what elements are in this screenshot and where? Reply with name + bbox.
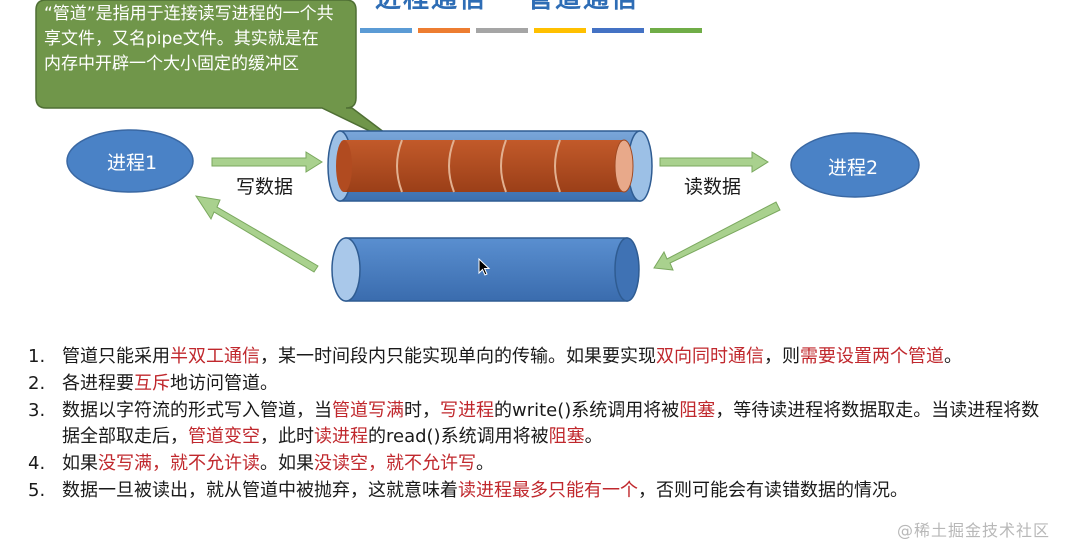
note-highlight: 没读空，就不允许写	[314, 453, 476, 474]
note-highlight: 读进程最多只能有一个	[458, 480, 638, 501]
process1-node	[66, 129, 194, 193]
note-text: ，某一时间段内只能实现单向的传输。如果要实现	[260, 346, 656, 367]
note-number: 2.	[28, 373, 46, 394]
note-highlight: 互斥	[134, 373, 170, 394]
note-highlight: 读进程	[314, 426, 368, 447]
note-number: 4.	[28, 453, 46, 474]
note-text: 管道只能采用	[62, 346, 170, 367]
title-color-bar	[534, 28, 586, 33]
note-highlight: 写进程	[440, 400, 494, 421]
note-item: 5. 数据一旦被读出，就从管道中被抛弃，这就意味着读进程最多只能有一个，否则可能会…	[24, 478, 1044, 504]
top-pipe	[327, 130, 653, 202]
note-text: ，等待读进程将数据取走。当读进程将数据全部取走后，	[62, 400, 1040, 447]
note-number: 1.	[28, 346, 46, 367]
read-data-label: 读数据	[684, 176, 742, 198]
note-text: 。如果	[260, 453, 314, 474]
note-text: ，此时	[260, 426, 314, 447]
process1-label: 进程1	[107, 152, 158, 174]
return-arrow-left	[194, 195, 319, 273]
note-highlight: 需要设置两个管道	[800, 346, 944, 367]
bottom-pipe	[331, 237, 640, 302]
note-highlight: 双向同时通信	[656, 346, 764, 367]
note-highlight: 阻塞	[679, 400, 716, 421]
process2-node	[790, 132, 920, 198]
note-number: 3.	[28, 400, 46, 421]
note-text: 数据一旦被读出，就从管道中被抛弃，这就意味着	[62, 480, 458, 501]
title-color-bar	[360, 28, 412, 33]
title-right: 管道通信	[527, 0, 639, 14]
title-color-bar	[418, 28, 470, 33]
write-data-label: 写数据	[236, 176, 294, 198]
pipe-data-fill	[344, 140, 624, 192]
process2-label: 进程2	[828, 157, 879, 179]
read-arrow	[659, 151, 769, 173]
title-color-bar	[476, 28, 528, 33]
note-highlight: 半双工通信	[170, 346, 260, 367]
note-item: 4. 如果没写满，就不允许读。如果没读空，就不允许写。	[24, 451, 1044, 477]
note-item: 1. 管道只能采用半双工通信，某一时间段内只能实现单向的传输。如果要实现双向同时通…	[24, 344, 1044, 370]
note-text: 时，	[404, 400, 440, 421]
title-color-bar	[650, 28, 702, 33]
title-left: 进程通信	[375, 0, 487, 14]
note-highlight: 没写满，就不允许读	[98, 453, 260, 474]
slide-title: 进程通信 管道通信	[375, 0, 705, 15]
mouse-cursor-icon	[478, 258, 491, 276]
note-text: 。	[584, 426, 603, 447]
title-color-bar	[592, 28, 644, 33]
write-arrow	[211, 151, 323, 173]
note-text: ，否则可能会有读错数据的情况。	[638, 480, 908, 501]
watermark: @稀土掘金技术社区	[896, 521, 1050, 540]
note-text: 的write()系统调用将被	[494, 400, 680, 421]
callout-bubble	[35, 0, 406, 149]
return-arrow-right	[653, 201, 781, 271]
note-highlight: 管道写满	[332, 400, 404, 421]
note-text: 数据以字符流的形式写入管道，当	[62, 400, 332, 421]
note-item: 2. 各进程要互斥地访问管道。	[24, 371, 1044, 397]
note-highlight: 管道变空	[188, 426, 260, 447]
note-text: 。	[944, 346, 962, 367]
note-text: 。	[476, 453, 494, 474]
note-text: 如果	[62, 453, 98, 474]
pipe-diagram	[35, 0, 920, 302]
notes-list: 1. 管道只能采用半双工通信，某一时间段内只能实现单向的传输。如果要实现双向同时通…	[24, 344, 1044, 505]
note-number: 5.	[28, 480, 46, 501]
note-item: 3. 数据以字符流的形式写入管道，当管道写满时，写进程的write()系统调用将被…	[24, 398, 1044, 450]
note-highlight: 阻塞	[548, 426, 585, 447]
note-text: 各进程要	[62, 373, 134, 394]
note-text: 地访问管道。	[170, 373, 278, 394]
note-text: 的read()系统调用将被	[368, 426, 549, 447]
callout-text: “管道”是指用于连接读写进程的一个共享文件，又名pipe文件。其实就是在内存中开…	[44, 4, 334, 74]
note-text: ，则	[764, 346, 800, 367]
